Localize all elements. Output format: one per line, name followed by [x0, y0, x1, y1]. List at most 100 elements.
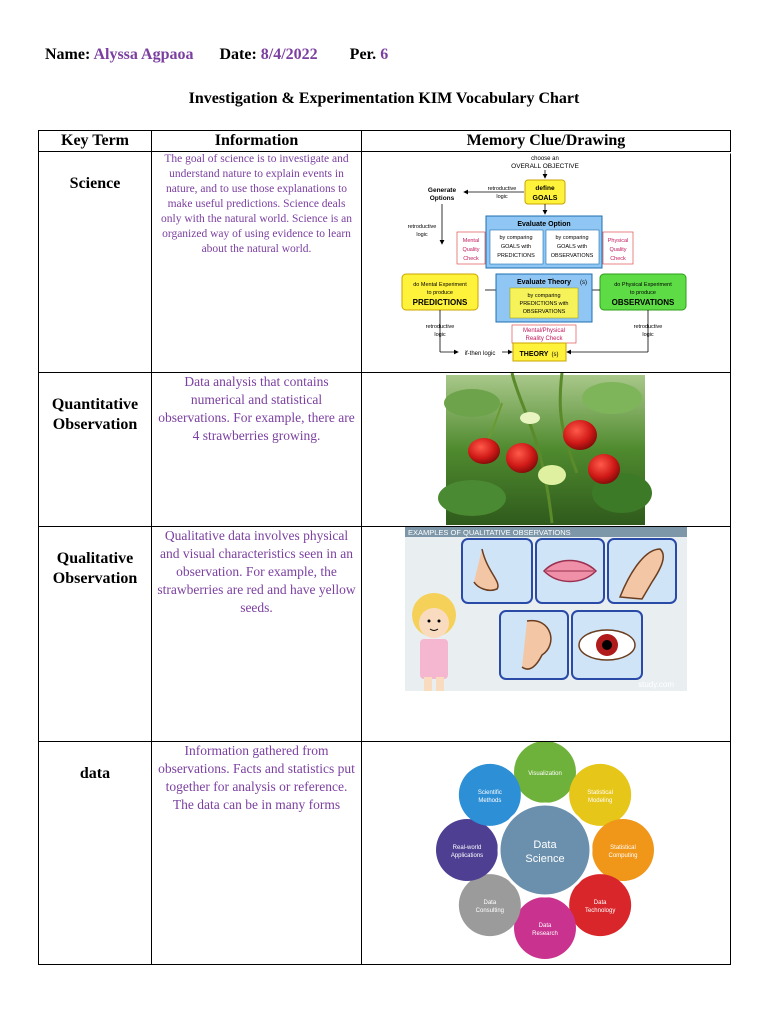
- svg-text:Generate: Generate: [428, 187, 457, 194]
- svg-text:THEORY: THEORY: [520, 351, 549, 358]
- petal-label: Scientific: [478, 790, 502, 796]
- svg-text:GOALS with: GOALS with: [501, 244, 531, 250]
- svg-text:Mental/Physical: Mental/Physical: [523, 328, 565, 334]
- period-label: Per.: [349, 46, 377, 63]
- petal-label: Consulting: [476, 908, 504, 914]
- table-row: data Information gathered from observati…: [38, 741, 731, 965]
- memory-cell: [361, 372, 731, 527]
- data-science-diagram: VisualizationStatisticalModelingStatisti…: [436, 742, 654, 959]
- svg-text:OBSERVATIONS: OBSERVATIONS: [523, 309, 566, 315]
- svg-text:by comparing: by comparing: [527, 293, 560, 299]
- petal-label: Methods: [478, 798, 501, 804]
- petal-circle: [458, 763, 521, 826]
- term-cell: Science: [38, 151, 152, 373]
- name-label: Name:: [45, 46, 91, 63]
- petal-circle: [514, 897, 576, 959]
- table-row: Science The goal of science is to invest…: [38, 151, 731, 373]
- svg-text:Evaluate Option: Evaluate Option: [517, 221, 570, 228]
- info-cell: Information gathered from observations. …: [151, 741, 362, 965]
- term-cell: Qualitative Observation: [38, 526, 152, 742]
- info-cell: The goal of science is to investigate an…: [151, 151, 362, 373]
- svg-text:logic: logic: [496, 194, 508, 200]
- petal-label: Research: [532, 931, 558, 937]
- svg-text:do Mental Experiment: do Mental Experiment: [413, 282, 467, 288]
- term-cell: data: [38, 741, 152, 965]
- petal-label: Data: [539, 923, 552, 929]
- period-value: 6: [380, 46, 389, 63]
- svg-text:by comparing: by comparing: [499, 235, 532, 241]
- svg-text:Physical: Physical: [608, 238, 628, 244]
- date-value: 8/4/2022: [260, 46, 318, 63]
- svg-text:PREDICTIONS: PREDICTIONS: [497, 253, 535, 259]
- svg-text:GOALS: GOALS: [533, 195, 558, 202]
- column-header-key-term: Key Term: [38, 130, 152, 152]
- petal-label: Real-world: [453, 845, 482, 851]
- petal-circle: [569, 874, 632, 937]
- petal-circle: [514, 742, 576, 803]
- svg-text:to produce: to produce: [630, 290, 656, 296]
- student-name: Alyssa Agpaoa: [93, 46, 194, 63]
- petal-label: Technology: [585, 908, 615, 914]
- date-label: Date:: [219, 46, 257, 63]
- petal-circle: [592, 819, 654, 881]
- table-row: Qualitative Observation Qualitative data…: [38, 526, 731, 742]
- petal-label: Computing: [608, 853, 637, 859]
- scientific-method-diagram: choose an OVERALL OBJECTIVE define GOALS…: [401, 152, 731, 362]
- watermark: study.com: [638, 680, 674, 689]
- svg-text:to produce: to produce: [427, 290, 453, 296]
- qualitative-senses-illustration: EXAMPLES OF QUALITATIVE OBSERVATIONS: [405, 527, 687, 691]
- svg-text:(s): (s): [552, 352, 559, 358]
- petal-circle: [436, 819, 498, 881]
- svg-text:Reality Check: Reality Check: [525, 336, 563, 342]
- term-cell: Quantitative Observation: [38, 372, 152, 527]
- svg-text:Quality: Quality: [609, 247, 626, 253]
- svg-text:PREDICTIONS with: PREDICTIONS with: [520, 301, 569, 307]
- svg-text:(s): (s): [580, 280, 587, 286]
- petal-label: Data: [484, 900, 497, 906]
- svg-text:Options: Options: [430, 195, 455, 202]
- info-cell: Qualitative data involves physical and v…: [151, 526, 362, 742]
- svg-text:define: define: [535, 185, 555, 192]
- strawberry-plant-photo: [438, 373, 652, 525]
- svg-text:retroductive: retroductive: [408, 224, 437, 230]
- petal-label: Visualization: [528, 771, 562, 777]
- svg-text:Quality: Quality: [462, 247, 479, 253]
- svg-text:do Physical Experiment: do Physical Experiment: [614, 282, 672, 288]
- column-header-memory: Memory Clue/Drawing: [361, 130, 731, 152]
- svg-text:by comparing: by comparing: [555, 235, 588, 241]
- petal-label: Statistical: [587, 790, 613, 796]
- svg-text:retroductive: retroductive: [488, 186, 517, 192]
- term-quantitative: Quantitative Observation: [51, 396, 139, 433]
- svg-text:PREDICTIONS: PREDICTIONS: [413, 298, 468, 307]
- info-quantitative: Data analysis that contains numerical an…: [158, 374, 355, 443]
- petal-label: Statistical: [610, 845, 636, 851]
- memory-cell: EXAMPLES OF QUALITATIVE OBSERVATIONS: [361, 526, 731, 742]
- petal-circle: [569, 763, 632, 826]
- memory-cell: choose an OVERALL OBJECTIVE define GOALS…: [361, 151, 731, 373]
- svg-text:GOALS with: GOALS with: [557, 244, 587, 250]
- svg-text:Check: Check: [610, 256, 626, 262]
- svg-text:choose an: choose an: [531, 156, 559, 162]
- term-data: data: [79, 765, 111, 782]
- petal-circle: [458, 874, 521, 937]
- student-header: Name: Alyssa Agpaoa Date: 8/4/2022 Per. …: [45, 46, 388, 64]
- info-science: The goal of science is to investigate an…: [161, 153, 352, 255]
- info-cell: Data analysis that contains numerical an…: [151, 372, 362, 527]
- svg-text:OVERALL OBJECTIVE: OVERALL OBJECTIVE: [511, 163, 579, 170]
- banner-text: EXAMPLES OF QUALITATIVE OBSERVATIONS: [408, 528, 571, 537]
- page-title: Investigation & Experimentation KIM Voca…: [188, 90, 580, 107]
- svg-text:OBSERVATIONS: OBSERVATIONS: [551, 253, 594, 259]
- term-qualitative: Qualitative Observation: [52, 550, 138, 587]
- column-header-information: Information: [151, 130, 362, 152]
- center-label: Science: [525, 853, 564, 865]
- petal-label: Modeling: [588, 798, 612, 804]
- center-circle: [497, 802, 593, 898]
- petal-label: Applications: [451, 853, 483, 859]
- info-qualitative: Qualitative data involves physical and v…: [157, 528, 356, 615]
- petal-label: Data: [594, 900, 607, 906]
- svg-text:OBSERVATIONS: OBSERVATIONS: [612, 298, 675, 307]
- svg-text:Check: Check: [463, 256, 479, 262]
- vocabulary-table: Key Term Information Memory Clue/Drawing…: [38, 130, 731, 965]
- svg-text:Mental: Mental: [463, 238, 480, 244]
